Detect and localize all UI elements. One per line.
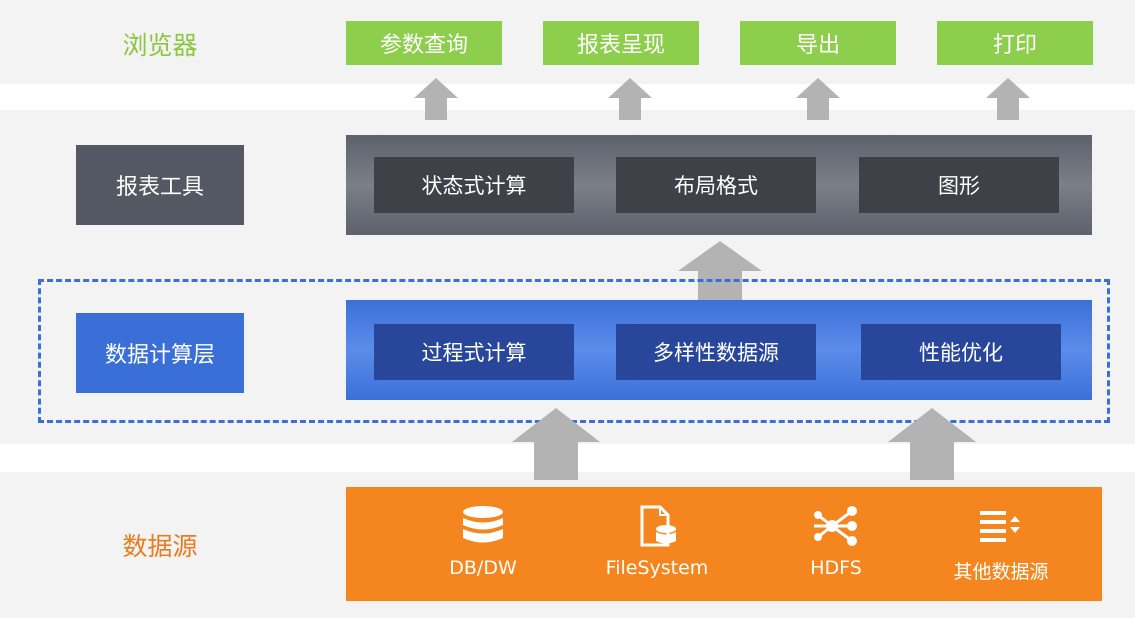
procedural-calc-box: 过程式计算	[374, 324, 574, 380]
performance-opt-box: 性能优化	[861, 324, 1061, 380]
export-button[interactable]: 导出	[740, 21, 896, 65]
source-filesystem: FileSystem	[582, 487, 732, 601]
data-source-panel: DB/DW FileSystem HDFS	[346, 487, 1102, 601]
file-database-icon	[640, 505, 676, 547]
source-label: 其他数据源	[953, 561, 1049, 583]
report-tool-layer-label: 报表工具	[76, 145, 244, 225]
source-label: FileSystem	[605, 557, 709, 579]
data-source-layer-label: 数据源	[122, 532, 198, 561]
diverse-datasource-box: 多样性数据源	[616, 324, 816, 380]
data-calc-layer-label: 数据计算层	[76, 313, 244, 393]
hdfs-network-icon	[814, 506, 857, 546]
list-sort-icon	[980, 511, 1020, 542]
stateful-calc-box: 状态式计算	[374, 157, 574, 213]
browser-layer-label: 浏览器	[122, 31, 198, 60]
print-button[interactable]: 打印	[937, 21, 1093, 65]
source-db-dw: DB/DW	[408, 487, 558, 601]
source-label: DB/DW	[449, 557, 517, 579]
report-tool-panel: 状态式计算 布局格式 图形	[346, 135, 1092, 235]
source-hdfs: HDFS	[761, 487, 911, 601]
graphics-box: 图形	[859, 157, 1059, 213]
database-icon	[463, 506, 503, 543]
source-label: HDFS	[810, 557, 862, 579]
param-query-button[interactable]: 参数查询	[346, 21, 502, 65]
report-display-button[interactable]: 报表呈现	[543, 21, 699, 65]
source-other: 其他数据源	[926, 487, 1076, 601]
layout-format-box: 布局格式	[616, 157, 816, 213]
data-calc-panel: 过程式计算 多样性数据源 性能优化	[346, 300, 1092, 400]
